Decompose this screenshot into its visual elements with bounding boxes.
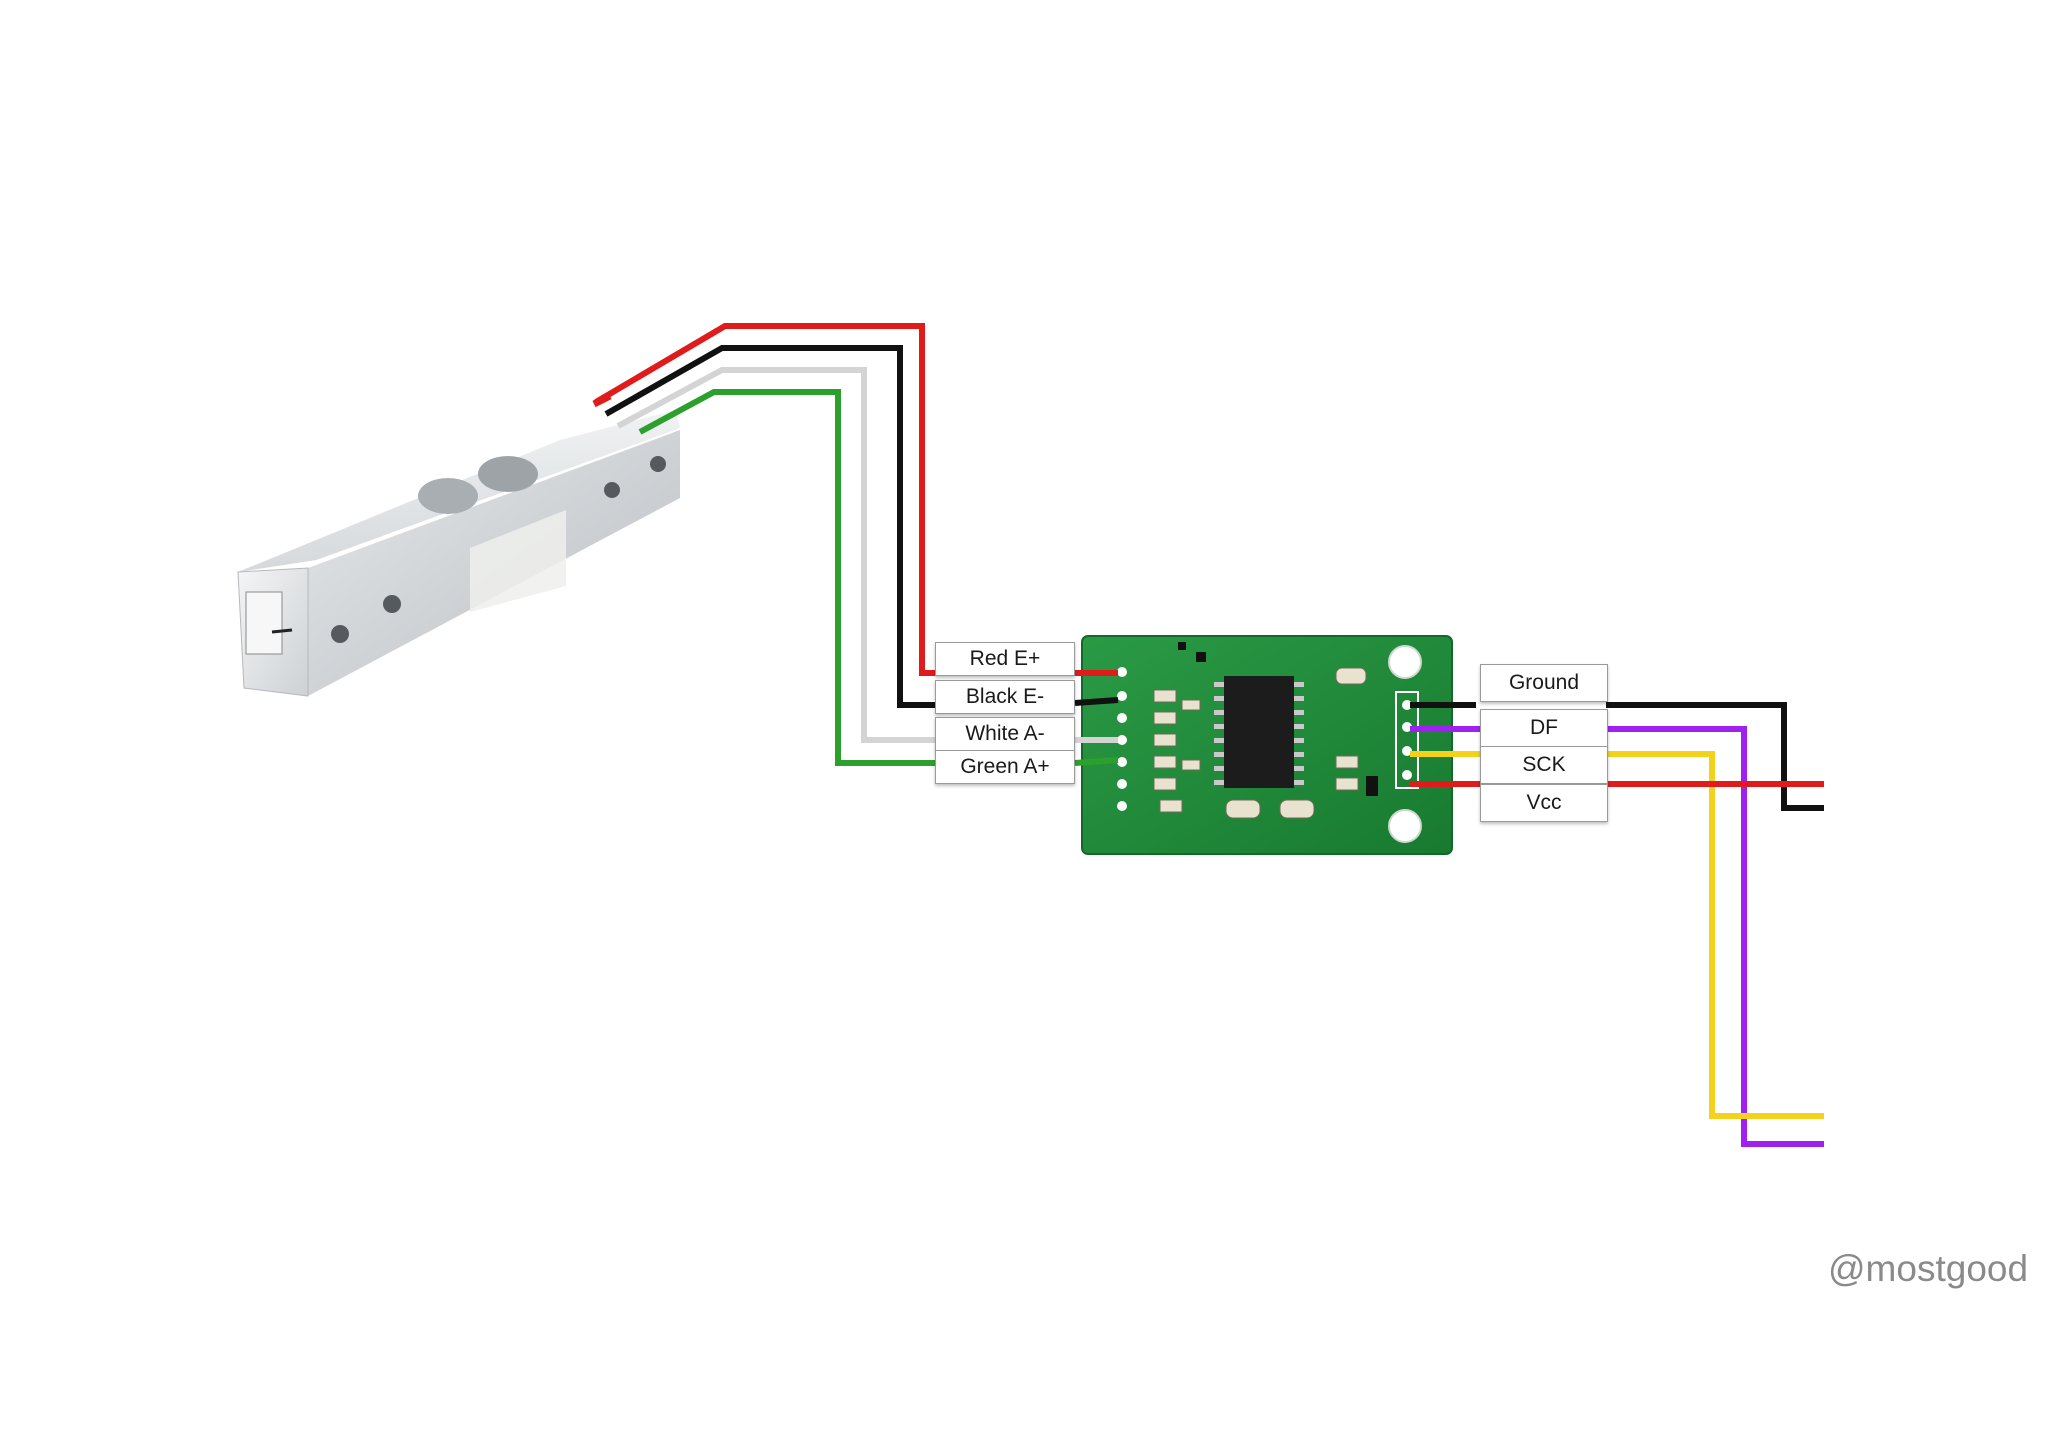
- green-wire: [638, 389, 940, 766]
- label-white-a-minus: White A-: [935, 717, 1075, 751]
- load-cell: [237, 410, 680, 697]
- label-ground: Ground: [1480, 664, 1608, 702]
- white-wire: [616, 367, 940, 743]
- strain-gauge-cover: [470, 510, 566, 612]
- load-cell-hole: [331, 625, 349, 643]
- label-green-a-plus: Green A+: [935, 750, 1075, 784]
- output-wires: [1410, 702, 1824, 1147]
- label-sck: SCK: [1480, 746, 1608, 784]
- black-wire: [604, 345, 940, 708]
- load-cell-wires: [592, 323, 940, 766]
- label-vcc: Vcc: [1480, 784, 1608, 822]
- load-cell-label-plate: [245, 591, 283, 655]
- label-black-e-minus: Black E-: [935, 680, 1075, 714]
- label-df: DF: [1480, 709, 1608, 747]
- red-wire: [594, 323, 940, 676]
- watermark-text: @mostgood: [1828, 1248, 2029, 1289]
- hx711-chip: [1224, 676, 1294, 788]
- load-cell-center-hole: [418, 478, 478, 514]
- hx711-board: [1081, 635, 1453, 855]
- label-red-e-plus: Red E+: [935, 642, 1075, 676]
